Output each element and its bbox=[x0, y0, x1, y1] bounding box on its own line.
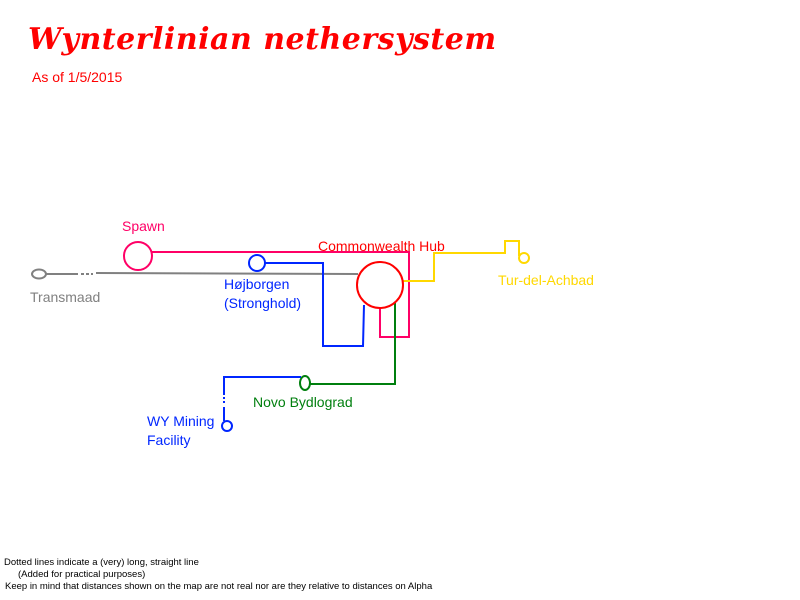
green-line-path bbox=[310, 303, 396, 385]
gray-line-segment bbox=[95, 272, 359, 275]
blue-branch-path bbox=[223, 376, 301, 395]
legend-note-1: Dotted lines indicate a (very) long, str… bbox=[4, 557, 199, 568]
station-label-hojborgen-sub: (Stronghold) bbox=[224, 295, 302, 311]
gray-line bbox=[31, 268, 359, 280]
wy-mining-station-icon bbox=[221, 420, 233, 432]
transmaad-station-icon bbox=[31, 268, 47, 280]
blue-line-path bbox=[265, 262, 365, 347]
station-label-hojborgen: Højborgen bbox=[224, 276, 290, 292]
station-label-hub: Commonwealth Hub bbox=[318, 238, 445, 254]
hojborgen-station-icon bbox=[248, 254, 266, 272]
pink-line-path bbox=[152, 251, 410, 338]
tur-station-icon bbox=[518, 252, 530, 264]
novo-station-icon bbox=[299, 375, 311, 391]
date-subtitle: As of 1/5/2015 bbox=[32, 69, 123, 85]
station-label-tur: Tur-del-Achbad bbox=[498, 272, 594, 288]
green-line bbox=[299, 303, 396, 391]
station-label-transmaad: Transmaad bbox=[30, 289, 101, 305]
station-label-wy-sub: Facility bbox=[147, 432, 191, 448]
spawn-station-icon bbox=[123, 241, 153, 271]
legend-note-3: Keep in mind that distances shown on the… bbox=[5, 581, 433, 592]
station-label-novo: Novo Bydlograd bbox=[253, 394, 353, 410]
hub-station-icon bbox=[356, 261, 404, 309]
station-label-spawn: Spawn bbox=[122, 218, 165, 234]
page-title: Wynterlinian nethersystem bbox=[28, 22, 497, 57]
legend-note-2: (Added for practical purposes) bbox=[18, 569, 146, 580]
blue-line bbox=[221, 254, 365, 432]
pink-line bbox=[123, 241, 410, 338]
yellow-line-path bbox=[403, 240, 520, 282]
yellow-line bbox=[403, 240, 530, 282]
station-label-wy: WY Mining bbox=[147, 413, 215, 429]
